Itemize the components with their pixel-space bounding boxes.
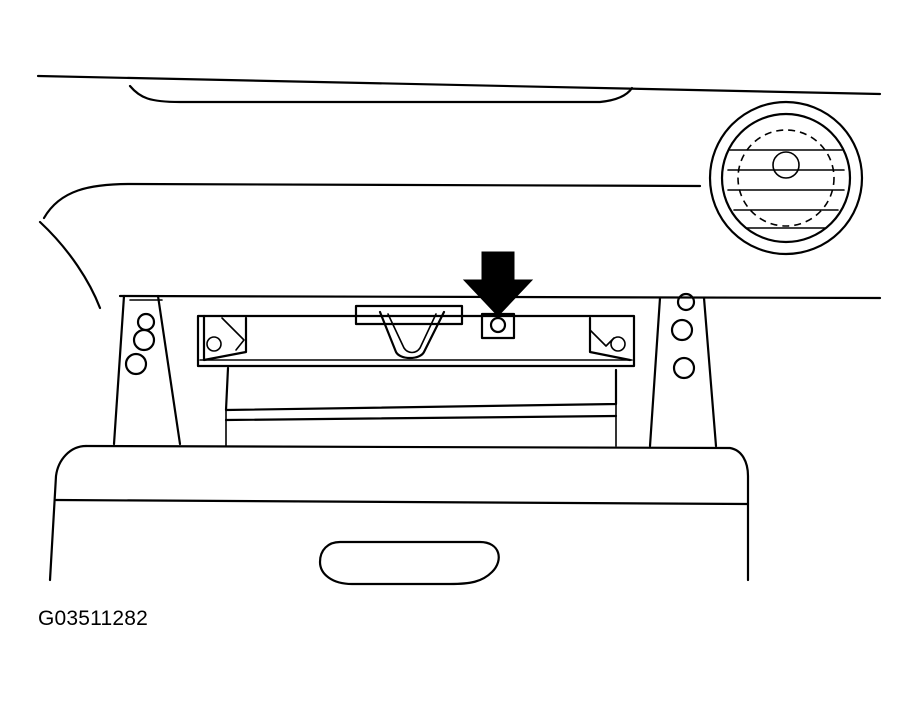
air-vent bbox=[708, 100, 864, 256]
glove-box-rail bbox=[196, 314, 636, 368]
glove-box-cavity bbox=[224, 366, 618, 447]
glove-box-door bbox=[48, 444, 750, 586]
right-side-bracket bbox=[648, 292, 718, 448]
figure-code: G03511282 bbox=[38, 607, 149, 630]
dash-panel-upper bbox=[36, 74, 882, 104]
latch-clip bbox=[354, 304, 464, 360]
arrow-indicator bbox=[462, 251, 534, 317]
left-side-bracket bbox=[112, 294, 182, 446]
fastener-screw bbox=[480, 312, 516, 340]
